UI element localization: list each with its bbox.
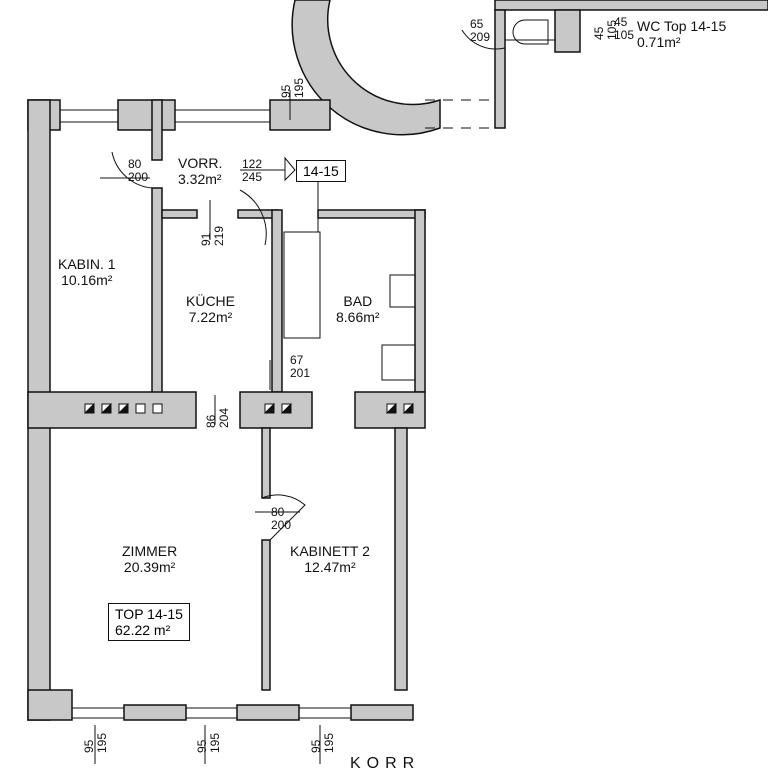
plan-label: 14-15 bbox=[296, 160, 346, 182]
wall bbox=[394, 427, 408, 691]
room-name: VORR. bbox=[178, 155, 223, 171]
room-area: 0.71m² bbox=[637, 34, 681, 50]
room-area: 12.47m² bbox=[304, 559, 356, 575]
room-name: KABIN. 1 bbox=[58, 256, 116, 272]
wall bbox=[236, 704, 300, 721]
top-area: 62.22 m² bbox=[115, 622, 171, 638]
room-name: ZIMMER bbox=[122, 543, 178, 559]
wall bbox=[350, 704, 414, 721]
corridor-label: KORR bbox=[350, 755, 421, 772]
wall bbox=[261, 539, 271, 691]
vent-shafts bbox=[83, 402, 414, 414]
top-name: TOP 14-15 bbox=[115, 606, 183, 622]
wall bbox=[151, 187, 163, 395]
wall bbox=[117, 99, 176, 131]
room-area: 8.66m² bbox=[336, 309, 380, 325]
wall bbox=[317, 209, 426, 219]
room-area: 10.16m² bbox=[61, 272, 113, 288]
wall bbox=[161, 209, 198, 219]
wall bbox=[239, 391, 313, 429]
room-name: BAD bbox=[343, 293, 373, 309]
wall bbox=[554, 9, 581, 53]
wall bbox=[494, 0, 768, 11]
wall bbox=[271, 209, 283, 393]
wall bbox=[494, 9, 506, 129]
room-area: 3.32m² bbox=[178, 171, 222, 187]
wall bbox=[151, 99, 163, 161]
room-name: KABINETT 2 bbox=[290, 543, 370, 559]
wall bbox=[123, 704, 187, 721]
wall bbox=[27, 689, 73, 721]
room-name: KÜCHE bbox=[186, 293, 236, 309]
room-name: WC Top 14-15 bbox=[637, 18, 727, 34]
wall bbox=[269, 99, 331, 131]
wall bbox=[27, 391, 197, 429]
room-area: 20.39m² bbox=[123, 559, 176, 575]
wall bbox=[414, 209, 426, 393]
room-vorr: VORR.3.32m² bbox=[178, 155, 222, 187]
wall bbox=[261, 427, 271, 499]
room-area: 7.22m² bbox=[188, 309, 233, 325]
